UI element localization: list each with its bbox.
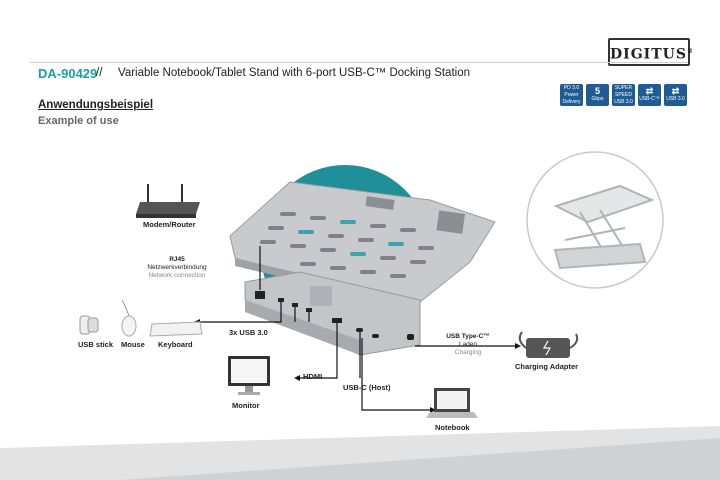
model-number: DA-90429 [38, 66, 98, 81]
bottom-decoration [0, 426, 720, 480]
stand-stopper-left [365, 196, 395, 210]
usbc-badge: ⇄USB-C™ [638, 84, 661, 106]
router-device [136, 184, 200, 218]
usbc-de: Laden [458, 341, 478, 348]
usb-stick-label: USB stick [78, 340, 114, 349]
router-label: Modem/Router [143, 220, 196, 229]
usb3-badge: ⇄USB 3.0 [664, 84, 687, 106]
rj45-label: RJ45 Netzwerkverbindung Network connecti… [138, 256, 216, 280]
usbc-title: USB Type-C™ [446, 333, 490, 340]
vent-slots [260, 212, 434, 278]
monitor-device [228, 356, 270, 395]
rj45-de: Netzwerkverbindung [147, 264, 207, 271]
product-title: Variable Notebook/Tablet Stand with 6-po… [118, 67, 470, 79]
mouse-device [121, 299, 137, 337]
stand-hinge [310, 286, 332, 306]
usbc-host-label: USB-C (Host) [343, 383, 391, 392]
notebook-label: Notebook [435, 423, 470, 432]
monitor-label: Monitor [232, 401, 260, 410]
usb3-label: 3x USB 3.0 [229, 328, 268, 337]
inset-stand [553, 184, 655, 270]
stand-stopper-right [436, 210, 465, 234]
digitus-logo: DIGITUS® [608, 38, 693, 66]
mouse-label: Mouse [121, 340, 145, 349]
connector-lines [200, 246, 515, 411]
usbc-en: Charging [454, 349, 482, 356]
title-separator: // [96, 67, 103, 79]
keyboard-label: Keyboard [158, 340, 193, 349]
notebook-device [426, 388, 478, 418]
dock-front [245, 300, 360, 355]
section-heading-en: Example of use [38, 115, 119, 127]
section-heading-de: Anwendungsbeispiel [38, 99, 154, 111]
charger-label: Charging Adapter [515, 362, 579, 371]
keyboard-device [149, 321, 203, 337]
rj45-en: Network connection [148, 272, 206, 279]
rj45-title: RJ45 [169, 256, 185, 263]
usbc-charging-label: USB Type-C™ Laden Charging [438, 333, 498, 357]
dock-ports [255, 291, 414, 340]
hdmi-label: HDMI [303, 372, 323, 381]
usb-stick-device [79, 315, 99, 335]
charger-device [518, 331, 579, 358]
title-rule [30, 62, 688, 85]
